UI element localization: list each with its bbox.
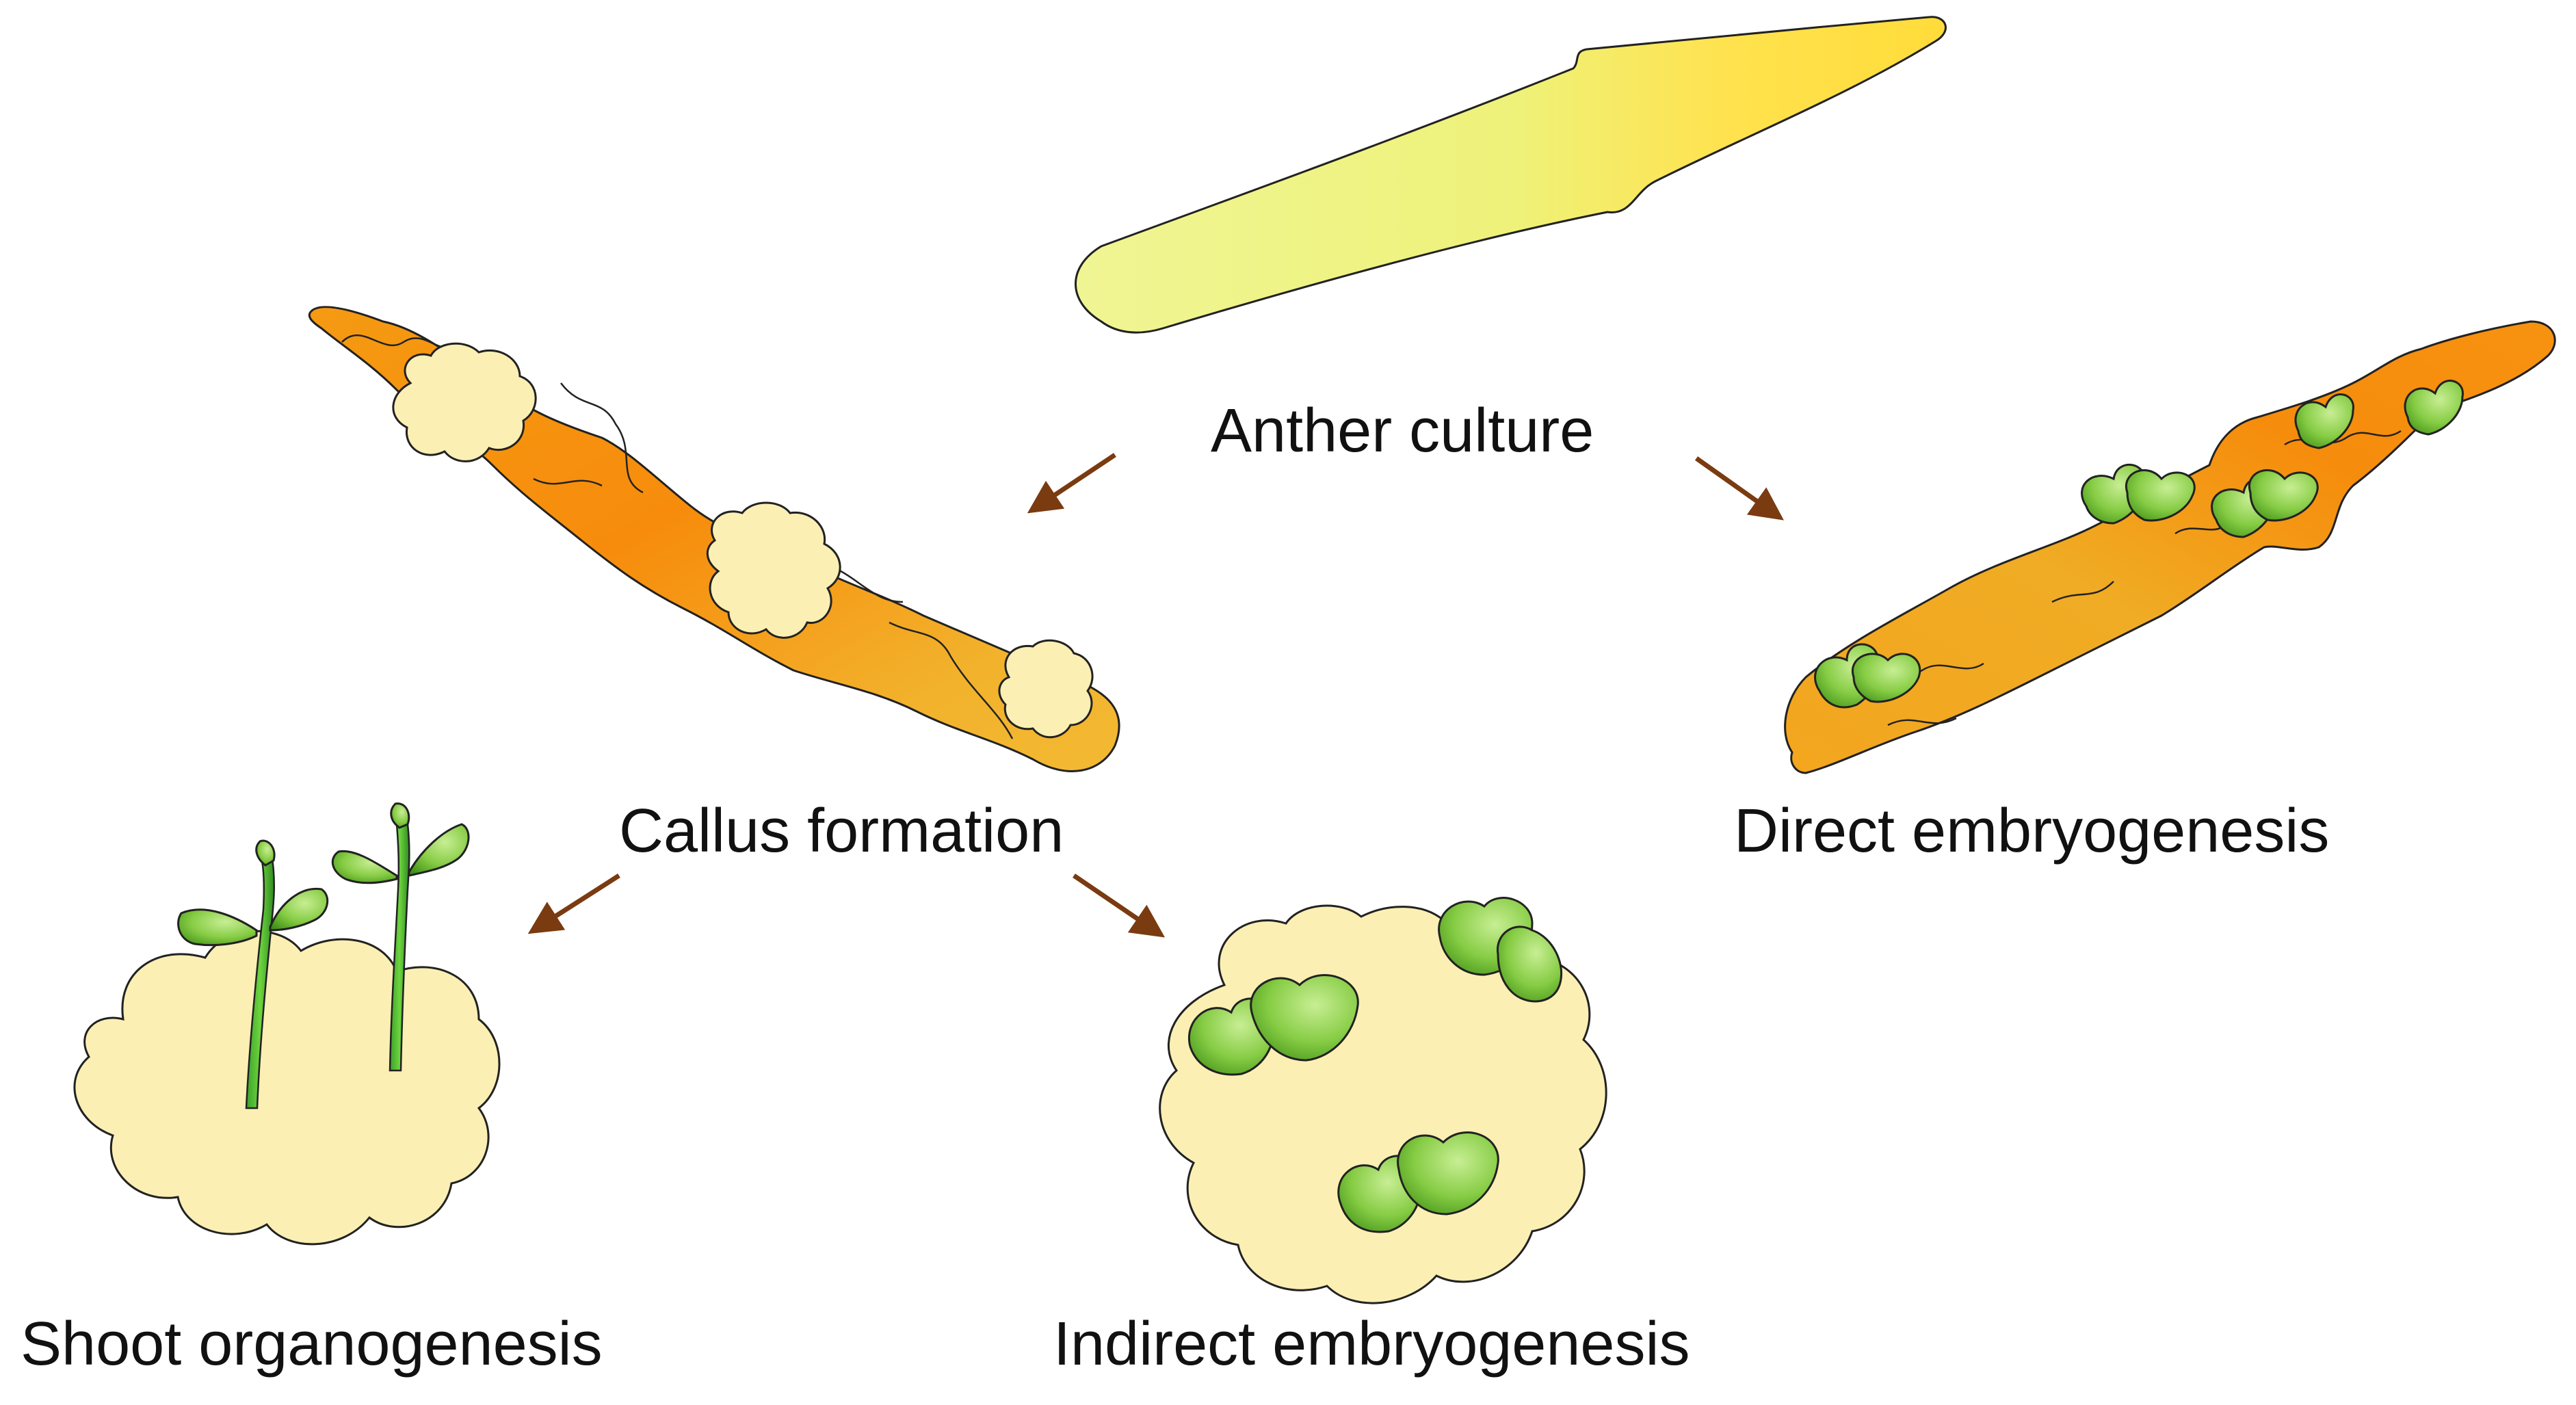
callus-mass: [998, 639, 1094, 739]
leaf: [255, 839, 276, 867]
embryo-cluster: [2404, 380, 2464, 436]
direct-embryo-anther-illustration: [1784, 320, 2556, 774]
leaf: [408, 823, 470, 877]
embryo-cluster: [1814, 643, 1921, 709]
embryo-cluster: [1438, 897, 1563, 1003]
arrow-callus-to-indirect: [1073, 874, 1166, 938]
embryo-cluster: [1337, 1131, 1499, 1233]
label-anther-culture: Anther culture: [1211, 397, 1594, 465]
label-indirect-embryogenesis: Indirect embryogenesis: [1053, 1310, 1690, 1378]
callus-mass: [706, 501, 841, 639]
arrows: [527, 453, 1784, 938]
leaf: [177, 908, 258, 947]
label-shoot-organogenesis: Shoot organogenesis: [21, 1310, 603, 1378]
arrow-anther-to-direct: [1694, 456, 1784, 521]
anther-illustration: [1075, 16, 1947, 334]
callus-mass: [392, 342, 537, 462]
arrow-callus-to-shoot: [527, 874, 620, 934]
callus-anther-illustration: [308, 306, 1120, 772]
embryo-cluster: [2211, 469, 2319, 538]
leaf: [390, 802, 410, 829]
label-callus-formation: Callus formation: [619, 797, 1064, 865]
leaf: [331, 850, 398, 884]
shoot-organogenesis-illustration: [73, 802, 501, 1246]
leaf: [269, 887, 329, 932]
embryo-cluster: [1188, 974, 1359, 1076]
label-direct-embryogenesis: Direct embryogenesis: [1734, 797, 2330, 865]
arrow-anther-to-callus: [1027, 453, 1116, 514]
embryo-cluster: [2081, 463, 2196, 525]
embryo-cluster: [2294, 393, 2354, 449]
indirect-embryogenesis-illustration: [1159, 897, 1607, 1304]
